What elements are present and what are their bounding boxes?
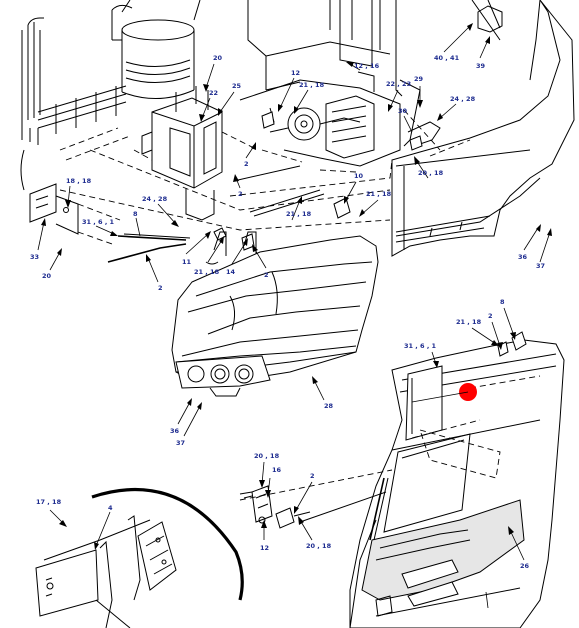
front-bumper-assembly xyxy=(171,231,379,397)
label-37-low: 37 xyxy=(176,439,185,447)
label-24-28-right: 24 , 28 xyxy=(450,95,476,103)
label-2-a: 2 xyxy=(244,160,249,168)
label-17-18: 17 , 18 xyxy=(36,498,62,506)
label-2-low: 2 xyxy=(310,472,315,480)
label-21-18-mid: 21 , 18 xyxy=(286,210,312,218)
label-20-18-right: 20 , 18 xyxy=(418,169,444,177)
label-22: 22 xyxy=(209,89,218,97)
label-29: 29 xyxy=(414,75,424,83)
label-26: 26 xyxy=(520,562,530,570)
label-24-28-mid: 24 , 28 xyxy=(142,195,168,203)
label-2-door: 2 xyxy=(488,312,493,320)
label-22-23: 22 , 23 xyxy=(386,80,411,88)
label-18-18-left: 18 , 18 xyxy=(66,177,92,185)
label-20-top: 20 xyxy=(213,54,223,62)
label-4: 4 xyxy=(108,504,113,512)
label-21-18-top: 21 , 18 xyxy=(299,81,325,89)
leader-lines xyxy=(37,23,552,609)
label-16: 16 xyxy=(272,466,282,474)
label-12-top: 12 xyxy=(291,69,300,77)
support-rods xyxy=(59,149,393,263)
label-28: 28 xyxy=(324,402,334,410)
label-30: 30 xyxy=(398,107,408,115)
label-12-16: 12 , 16 xyxy=(354,62,380,70)
label-2-d: 2 xyxy=(158,284,163,292)
label-21-18-door: 21 , 18 xyxy=(456,318,482,326)
label-8-right: 8 xyxy=(500,298,505,306)
label-8-left: 8 xyxy=(133,210,138,218)
label-21-18-low: 21 , 18 xyxy=(194,268,220,276)
label-20-18-low: 20 , 18 xyxy=(254,452,280,460)
label-37-right: 37 xyxy=(536,262,545,270)
label-2-b: 2 xyxy=(238,190,243,198)
callout-labels: 20 22 25 12 21 , 18 12 , 16 22 , 23 29 2… xyxy=(30,54,545,570)
detail-inset xyxy=(35,488,244,628)
engine-assembly xyxy=(20,0,201,191)
label-39: 39 xyxy=(476,62,486,70)
mounting-bracket-assembly xyxy=(133,86,255,221)
label-12-low: 12 xyxy=(260,544,269,552)
label-14: 14 xyxy=(226,268,236,276)
label-36-right: 36 xyxy=(518,253,528,261)
label-2-c: 2 xyxy=(264,271,269,279)
label-36-low: 36 xyxy=(170,427,180,435)
front-fender xyxy=(391,0,575,257)
engine-block xyxy=(239,0,403,173)
label-10: 10 xyxy=(354,172,364,180)
label-21-18-right: 21 , 18 xyxy=(366,190,392,198)
label-20-left: 20 xyxy=(42,272,52,280)
label-11: 11 xyxy=(182,258,192,266)
label-20-18-bottom: 20 , 18 xyxy=(306,542,332,550)
label-40-41: 40 , 41 xyxy=(434,54,460,62)
label-31-6-1-door: 31 , 6 , 1 xyxy=(404,342,437,350)
door-assembly xyxy=(349,331,565,628)
label-25: 25 xyxy=(232,82,242,90)
label-31-6-1-left: 31 , 6 , 1 xyxy=(82,218,115,226)
label-33: 33 xyxy=(30,253,39,261)
